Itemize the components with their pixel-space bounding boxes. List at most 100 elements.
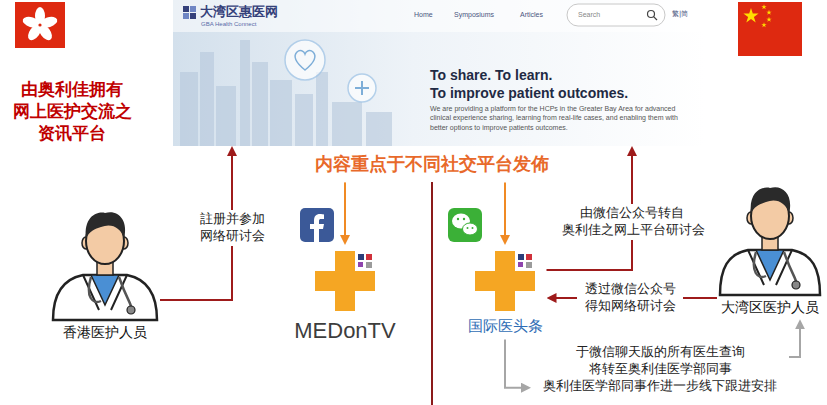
text-slot: 透过微信公众号 得知网络研讨会 <box>577 280 683 316</box>
medontv-cross-part <box>366 254 372 260</box>
side-label: 由奥利佳拥有 网上医护交流之 资讯平台 <box>4 78 140 144</box>
doctor-figure <box>720 187 820 295</box>
doctor-figure-part <box>53 275 157 320</box>
hk-flag-part <box>15 2 65 48</box>
text-slot: 註册并参加 网络研讨会 <box>193 210 271 246</box>
edge-label: 註册并参加 网络研讨会 <box>193 210 271 246</box>
facebook-icon <box>300 208 334 242</box>
wechat-icon-part <box>457 218 459 220</box>
node-text: We are providing a platform for the HCPs… <box>430 104 695 132</box>
node-text: MEDonTV <box>294 317 395 346</box>
web-screenshot-art-part-part <box>200 52 214 146</box>
web-screenshot-art-part-part <box>270 80 292 146</box>
text-slot: 繁|简 <box>672 10 688 19</box>
web-screenshot: 大湾区惠医网GBA Health Connect Home Symposiums Ar… <box>173 0 705 146</box>
node-text: To share. To learn. <box>430 66 552 84</box>
node-text: Articles <box>520 10 543 19</box>
node-text: GBA Health Connect <box>201 21 256 29</box>
news-cross-part <box>475 271 535 291</box>
doctor-figure-part <box>792 281 800 289</box>
web-screenshot-art-part <box>654 17 657 20</box>
wechat-icon-part <box>463 223 478 235</box>
node-text: 繁|简 <box>672 10 688 19</box>
wechat-icon-part <box>463 218 465 220</box>
china-flag-part <box>738 2 802 56</box>
divider-line <box>431 182 433 405</box>
text-slot: To share. To learn. <box>430 66 552 84</box>
node-text: 大湾区惠医网 <box>200 4 278 21</box>
text-slot: We are providing a platform for the HCPs… <box>430 104 695 132</box>
text-slot: Symposiums <box>454 10 494 19</box>
web-screenshot-art-part <box>295 51 315 70</box>
medontv-cross-part <box>358 262 363 267</box>
doctor-node: 香港医护人员 <box>50 205 160 344</box>
node-text: 于微信聊天版的所有医生查询 将转至奥利佳医学部同事 <box>535 344 785 378</box>
node-text: Symposiums <box>454 10 494 19</box>
doctor-node: 大湾区医护人员 <box>717 180 823 319</box>
web-screenshot-art-part <box>173 0 705 146</box>
web-screenshot-art-part-part <box>295 94 313 146</box>
doctor-figure-part <box>89 277 131 307</box>
node-text: 奥利佳医学部同事作进一步线下跟进安排 <box>535 378 785 395</box>
doctor-figure-part <box>86 212 126 239</box>
wechat-icon-part <box>448 208 482 242</box>
doctor-figure-part <box>127 306 135 314</box>
edge-label: 由微信公众号转自 奥利佳之网上平台研讨会 <box>559 204 705 240</box>
web-screenshot-art-part <box>348 74 376 102</box>
web-screenshot-art-part-part <box>332 102 362 146</box>
platform-logo: 国际医头条 <box>464 245 547 340</box>
hk-flag <box>15 2 65 48</box>
text-slot: To improve patient outcomes. <box>430 84 628 102</box>
china-flag-part <box>761 4 766 9</box>
hk-flag-part <box>21 15 41 30</box>
wechat-icon <box>448 208 482 242</box>
text-slot: Articles <box>520 10 543 19</box>
web-screenshot-art-part <box>648 11 655 18</box>
web-screenshot-art-part-part <box>180 72 198 146</box>
web-screenshot-art-part <box>183 13 189 19</box>
edge-label: 透过微信公众号 得知网络研讨会 <box>577 280 683 316</box>
china-flag-part <box>766 17 771 22</box>
web-screenshot-art-part <box>355 81 369 95</box>
node-text: 内容重点于不同社交平台发佈 <box>315 152 549 175</box>
news-cross-part <box>518 254 524 260</box>
medontv-cross <box>315 251 375 311</box>
china-flag <box>738 2 802 56</box>
china-flag-part <box>766 10 771 15</box>
connector-arrow <box>344 182 346 240</box>
web-screenshot-art-part <box>173 0 705 32</box>
web-screenshot-art-part <box>567 4 665 26</box>
web-screenshot-art <box>173 0 705 146</box>
medontv-cross-part <box>315 271 375 291</box>
node-text: 香港医护人员 <box>54 323 156 341</box>
facebook-icon-part <box>310 214 324 242</box>
text-slot: 大湾区惠医网 <box>200 4 278 21</box>
text-slot: Search <box>578 10 600 19</box>
platform-heading: 内容重点于不同社交平台发佈 <box>311 150 553 178</box>
china-flag-part <box>761 22 766 27</box>
node-text: 国际医头条 <box>468 317 543 337</box>
web-screenshot-art-part-part <box>216 86 236 146</box>
node-text: To improve patient outcomes. <box>430 84 628 102</box>
web-screenshot-art-part-part <box>366 112 392 146</box>
news-cross-part <box>518 262 523 267</box>
facebook-icon-part <box>300 208 334 242</box>
text-slot: 由微信公众号转自 奥利佳之网上平台研讨会 <box>559 204 705 240</box>
medontv-cross-part <box>366 262 372 268</box>
connector-arrow <box>504 182 506 240</box>
web-screenshot-art-part <box>183 6 189 12</box>
node-text: 大湾区医护人员 <box>721 298 819 316</box>
text-slot: Home <box>414 10 433 19</box>
web-screenshot-art-part <box>190 6 196 12</box>
text-slot: GBA Health Connect <box>201 21 256 29</box>
web-screenshot-art-part <box>180 40 392 146</box>
connector-arrow <box>505 340 526 388</box>
medontv-cross-part <box>358 254 364 260</box>
news-cross-part <box>526 254 532 260</box>
node-text: Home <box>414 10 433 19</box>
text-slot: 由奥利佳拥有 网上医护交流之 资讯平台 <box>4 78 140 144</box>
platform-logo: MEDonTV <box>290 245 399 349</box>
news-cross <box>475 251 535 311</box>
china-flag-part <box>743 8 758 22</box>
